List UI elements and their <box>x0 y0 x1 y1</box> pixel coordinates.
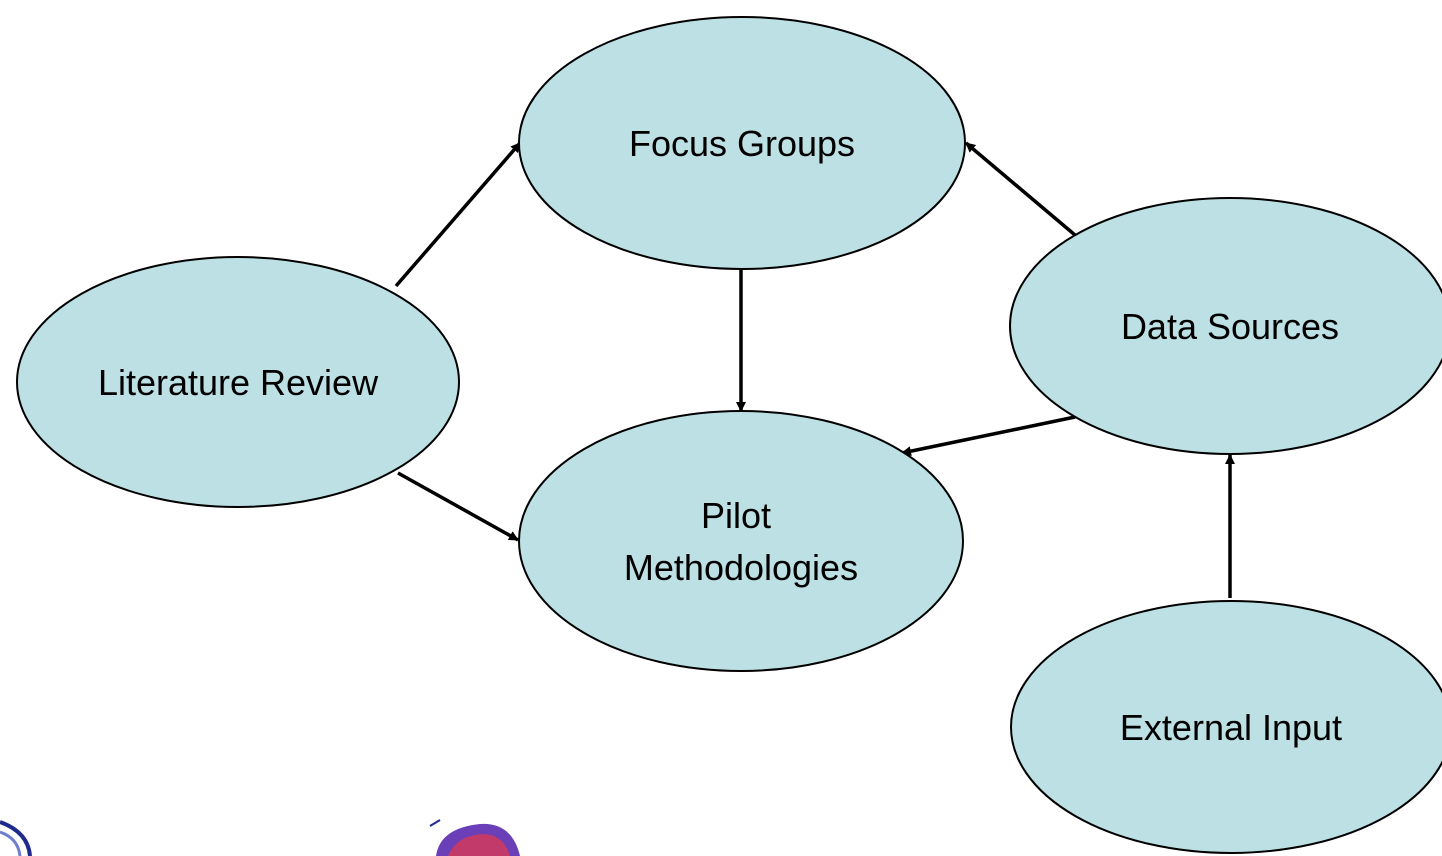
node-literature-review: Literature Review <box>16 256 460 508</box>
logo-left <box>0 820 32 856</box>
edge-datasources-to-focus <box>964 141 1077 237</box>
node-external-input-label: External Input <box>1120 707 1342 748</box>
node-data-sources: Data Sources <box>1009 197 1442 455</box>
node-external-input: External Input <box>1010 600 1442 854</box>
node-focus-groups-label: Focus Groups <box>629 123 855 164</box>
nodes: Focus Groups Literature Review Pilot Met… <box>16 16 1442 854</box>
node-pilot-methodologies-label: Pilot Methodologies <box>624 495 858 588</box>
edges <box>394 141 1235 598</box>
logo-center <box>429 819 520 856</box>
node-data-sources-label: Data Sources <box>1121 306 1339 347</box>
node-literature-review-shape <box>16 256 460 508</box>
node-data-sources-shape <box>1009 197 1442 455</box>
node-focus-groups-shape <box>518 16 966 270</box>
node-external-input-shape <box>1010 600 1442 854</box>
edge-datasources-to-pilot <box>901 415 1076 457</box>
node-literature-review-label: Literature Review <box>98 362 379 403</box>
node-pilot-methodologies-shape <box>518 410 964 672</box>
edge-literature-to-focus <box>394 141 522 288</box>
node-focus-groups: Focus Groups <box>518 16 966 270</box>
edge-literature-to-pilot <box>397 471 519 542</box>
node-pilot-methodologies: Pilot Methodologies <box>518 410 964 672</box>
